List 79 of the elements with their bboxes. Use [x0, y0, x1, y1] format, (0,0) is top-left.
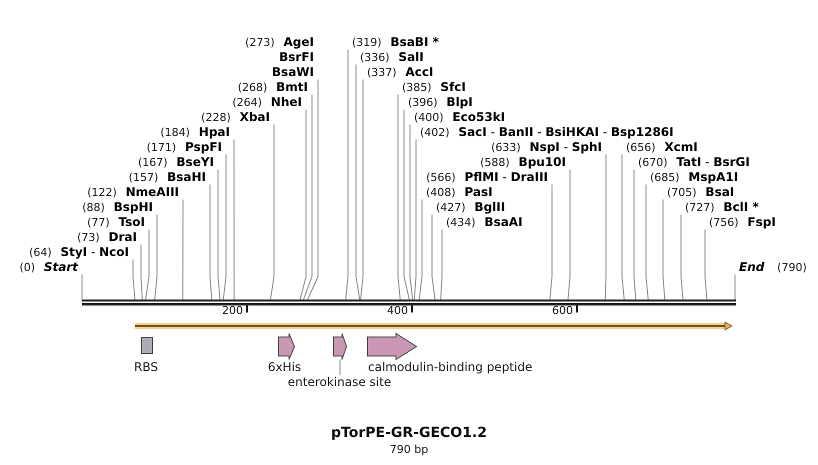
feature-arrow — [135, 321, 733, 331]
leader-line — [210, 184, 212, 300]
restriction-site-label: (400) Eco53kI — [408, 110, 506, 124]
leader-line — [218, 169, 220, 300]
leader-line — [140, 244, 143, 300]
feature-label: enterokinase site — [288, 375, 392, 389]
leader-line — [145, 229, 150, 300]
leader-line — [410, 124, 414, 300]
restriction-site-label: (88) BspHI — [82, 200, 159, 214]
restriction-site-label: (64) StyI - NcoI — [29, 244, 135, 260]
feature-label: calmodulin-binding peptide — [368, 360, 532, 374]
leader-line — [307, 79, 318, 300]
restriction-site-label: (727) BclI * — [679, 200, 759, 214]
restriction-site-label: (77) TsoI — [87, 214, 151, 230]
sequence-start-label: (0) Start — [19, 260, 84, 274]
restriction-site-label: (273) AgeI BsrFI BsaWI — [245, 34, 320, 80]
leader-line — [646, 184, 649, 300]
restriction-site-label: (566) PflMI - DraIII — [426, 170, 554, 184]
restriction-site-label: (685) MspA1I — [644, 170, 738, 184]
restriction-site-label: (122) NmeAIII — [87, 184, 185, 200]
leader-line — [182, 199, 184, 300]
restriction-site-label: (408) PasI — [420, 184, 493, 200]
restriction-site-label: (670) TatI - BsrGI — [632, 154, 750, 170]
leader-line — [154, 214, 158, 300]
restriction-site-label: (336) SalI — [354, 50, 424, 64]
dna-backbone — [82, 300, 736, 306]
leader-line — [734, 274, 736, 300]
feature-label: RBS — [134, 360, 158, 374]
leader-line — [414, 139, 416, 300]
leader-line — [604, 154, 606, 300]
leader-line — [303, 94, 312, 300]
leader-line — [432, 214, 436, 300]
restriction-site-label: (385) SfcI — [396, 80, 466, 94]
leader-line — [360, 79, 364, 300]
restriction-site-label: (396) BlpI — [402, 94, 473, 110]
restriction-site-label: (427) BglII — [430, 200, 506, 214]
leader-line — [398, 94, 401, 300]
map-title: pTorPE-GR-GECO1.2 — [331, 425, 487, 442]
leader-line — [300, 109, 306, 300]
scale-number: 600 — [552, 304, 573, 318]
scale-number: 400 — [387, 304, 408, 318]
leader-line — [234, 139, 235, 300]
leader-line — [704, 229, 708, 300]
restriction-site-label: (705) BsaI — [661, 184, 734, 200]
restriction-site-label: (157) BsaHI — [128, 170, 212, 184]
restriction-site-label: (402) SacI - BanII - BsiHKAI - Bsp1286I — [414, 124, 674, 140]
sequence-length: 790 bp — [390, 443, 428, 456]
leader-line — [404, 109, 410, 300]
scale-number: 200 — [222, 304, 243, 318]
restriction-site-label: (171) PspFI — [146, 140, 228, 154]
restriction-site-label: (656) XcmI — [620, 140, 698, 154]
leader-line — [132, 259, 136, 300]
restriction-site-label: (228) XbaI — [201, 110, 276, 124]
restriction-site-label: (756) FspI — [703, 214, 776, 230]
feature-label: 6xHis — [268, 360, 302, 374]
leader-line — [270, 124, 274, 300]
restriction-site-label: (633) NspI - SphI — [491, 140, 608, 154]
leader-line — [222, 154, 226, 300]
leader-line — [418, 199, 422, 300]
leader-line — [568, 169, 570, 300]
restriction-site-label: (268) BmtI — [238, 80, 314, 94]
leader-line — [662, 199, 666, 300]
leader-line — [440, 229, 442, 300]
leader-line — [622, 154, 625, 300]
leader-line — [345, 49, 348, 300]
restriction-site-label: (588) Bpu10I — [480, 154, 572, 170]
restriction-site-label: (319) BsaBI * — [346, 34, 439, 50]
restriction-site-label: (337) AccI — [361, 64, 434, 80]
feature-block — [333, 333, 348, 360]
leader-line — [549, 184, 552, 300]
sequence-end-label: End (790) — [733, 260, 807, 274]
leader-line — [634, 169, 636, 300]
restriction-site-label: (184) HpaI — [160, 124, 236, 140]
leader-line — [356, 64, 360, 300]
restriction-site-label: (264) NheI — [232, 94, 308, 110]
restriction-site-label: (73) DraI — [77, 230, 143, 244]
leader-line — [680, 214, 684, 300]
restriction-site-label: (167) BseYI — [138, 154, 220, 170]
restriction-site-label: (434) BsaAI — [440, 214, 523, 230]
